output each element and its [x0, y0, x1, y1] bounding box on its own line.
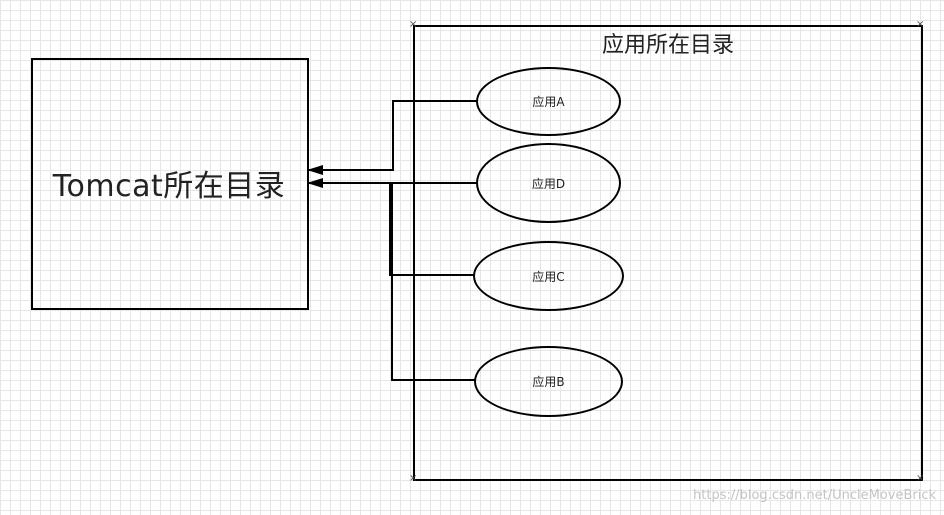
tomcat-directory-label: Tomcat所在目录: [31, 58, 307, 308]
corner-marker: ×: [409, 473, 418, 484]
watermark-text: https://blog.csdn.net/UncleMoveBrick: [693, 488, 936, 503]
app-directory-container: [413, 25, 923, 481]
connector-app-a: [307, 100, 477, 175]
connector-app-b: [391, 183, 475, 381]
corner-marker: ×: [409, 19, 418, 30]
connector-app-c: [389, 183, 474, 276]
corner-marker: ×: [916, 19, 925, 30]
app-node-label: 应用A: [532, 95, 565, 109]
app-node-c: 应用C: [473, 241, 624, 311]
app-node-a: 应用A: [476, 67, 621, 136]
tomcat-directory-text: Tomcat所在目录: [52, 169, 286, 204]
corner-marker: ×: [916, 473, 925, 484]
app-node-label: 应用D: [531, 176, 566, 191]
app-node-b: 应用B: [474, 346, 623, 417]
app-node-d: 应用D: [476, 143, 621, 223]
app-directory-label: 应用所在目录: [601, 33, 734, 58]
app-node-label: 应用C: [532, 269, 565, 284]
app-node-label: 应用B: [532, 375, 565, 389]
